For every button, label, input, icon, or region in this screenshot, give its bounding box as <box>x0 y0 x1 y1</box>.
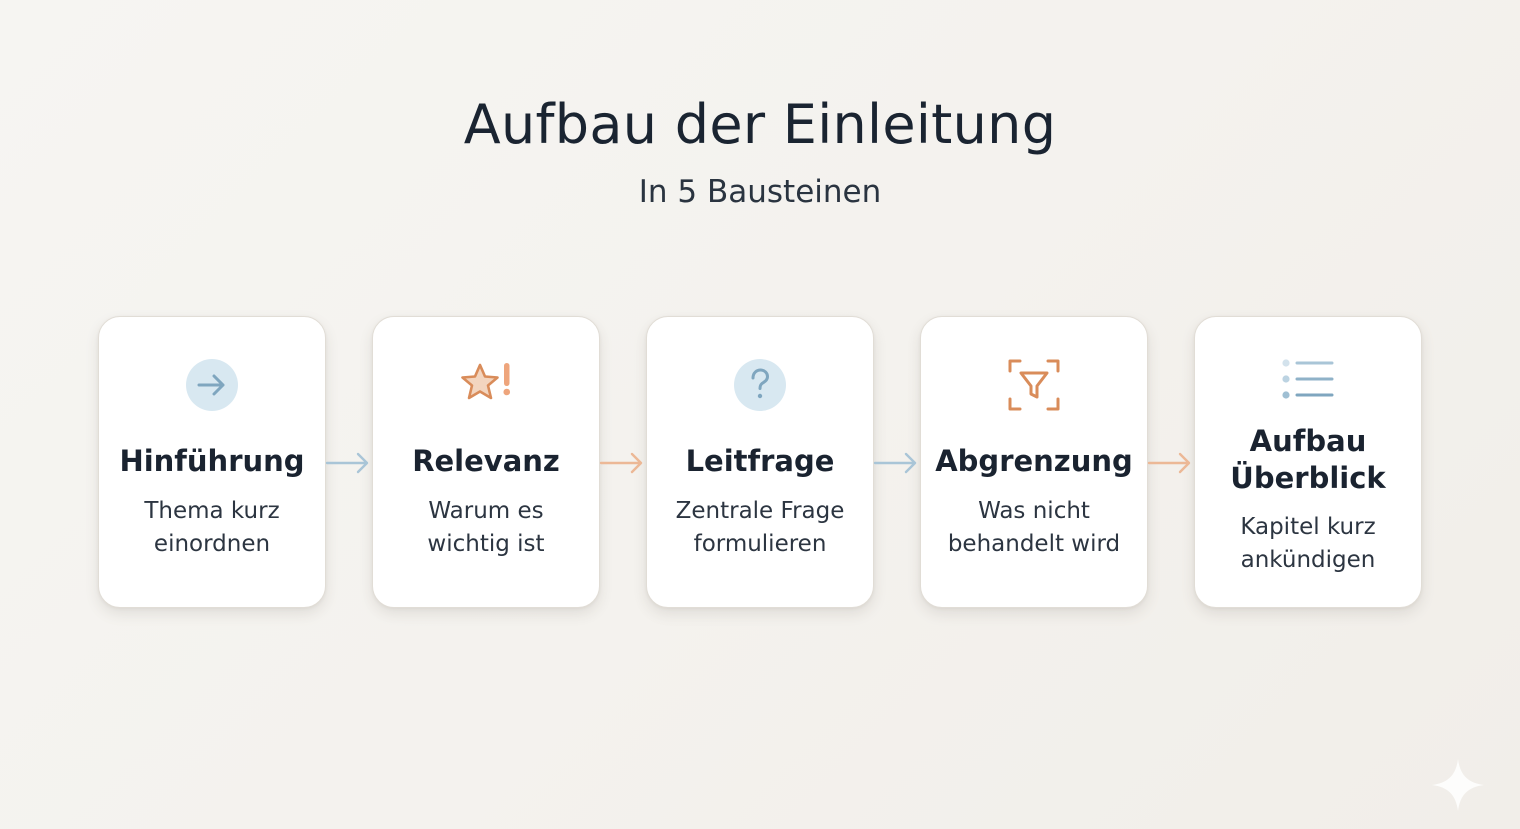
filter-frame-icon <box>1006 357 1062 413</box>
question-icon <box>732 357 788 413</box>
step-card-relevanz: Relevanz Warum es wichtig ist <box>372 316 600 608</box>
step-description: Thema kurz einordnen <box>144 498 280 557</box>
step-card-hinfuehrung: Hinführung Thema kurz einordnen <box>98 316 326 608</box>
connector-arrow-4 <box>1147 448 1193 478</box>
page-title: Aufbau der Einleitung <box>463 93 1057 156</box>
sparkle-icon <box>1430 757 1486 813</box>
page-subtitle: In 5 Bausteinen <box>638 174 882 210</box>
step-title: Hinführung <box>119 444 305 478</box>
step-card-aufbau-ueberblick: Aufbau Überblick Kapitel kurz ankündigen <box>1194 316 1422 608</box>
step-title: Leitfrage <box>685 444 835 478</box>
step-description: Warum es wichtig ist <box>427 498 545 557</box>
step-description: Kapitel kurz ankündigen <box>1240 514 1376 573</box>
arrow-right-icon <box>184 357 240 413</box>
connector-arrow-1 <box>325 448 371 478</box>
step-card-leitfrage: Leitfrage Zentrale Frage formulieren <box>646 316 874 608</box>
connector-arrow-2 <box>599 448 645 478</box>
step-title: Aufbau Überblick <box>1230 424 1386 495</box>
step-description: Was nicht behandelt wird <box>947 498 1121 557</box>
list-icon <box>1280 357 1336 413</box>
step-description: Zentrale Frage formulieren <box>675 498 845 557</box>
step-title: Relevanz <box>412 444 560 478</box>
connector-arrow-3 <box>873 448 919 478</box>
step-title: Abgrenzung <box>935 444 1133 478</box>
step-card-abgrenzung: Abgrenzung Was nicht behandelt wird <box>920 316 1148 608</box>
star-exclamation-icon <box>458 357 514 413</box>
